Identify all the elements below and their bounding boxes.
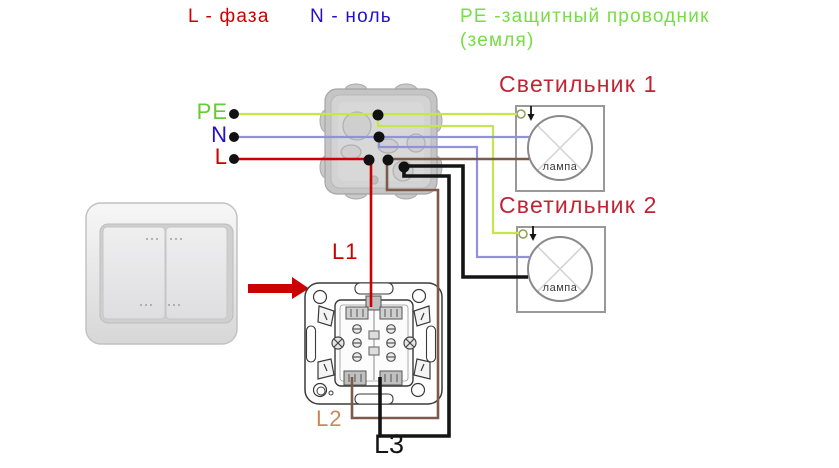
fixture2-title: Светильник 2 [499, 192, 658, 218]
legend-phase: L - фаза [188, 6, 270, 27]
wire-l3-loop [378, 168, 451, 438]
rocker-grip-dots [140, 238, 182, 306]
mounting-claws [317, 305, 431, 380]
ground-terminal1-icon [516, 106, 535, 121]
switch-rocker-right [165, 226, 228, 320]
fixture1-title: Светильник 1 [499, 71, 658, 97]
wall-switch-photo [85, 202, 238, 345]
supply-label-l: L [214, 144, 228, 169]
claw-screws [331, 336, 417, 350]
wire-label-l3: L3 [374, 429, 405, 459]
dot-n-label [229, 132, 239, 142]
wire-l3-feed [404, 164, 528, 279]
dot-l-box [363, 154, 375, 166]
lamp2-circle [527, 236, 593, 302]
dot-l-label [229, 154, 239, 164]
wire-label-l1: L1 [332, 239, 359, 264]
wire-n-branch [377, 138, 530, 259]
wire-pe-branch [376, 115, 519, 235]
terminal-blocks-top [345, 306, 403, 320]
dot-n-box [373, 131, 385, 143]
lamp1-label: лампа [542, 161, 578, 173]
lamp1-circle [527, 115, 593, 181]
legend-protective-2: (земля) [460, 30, 535, 51]
dot-pe-box [372, 109, 384, 121]
ground-terminal2-icon [518, 226, 537, 241]
dot-l3-box [398, 161, 410, 173]
terminal-screws [352, 324, 396, 362]
supply-label-pe: PE [196, 99, 228, 124]
pointer-arrow-icon [248, 277, 309, 299]
wire-l2-loop [350, 161, 440, 420]
legend-neutral: N - ноль [310, 6, 392, 27]
lamp2-label: лампа [542, 282, 578, 294]
switch-rocker-left [102, 226, 166, 320]
switch-mechanism-drawing [304, 282, 443, 405]
dot-pe-label [229, 109, 239, 119]
dot-l2-box [382, 154, 394, 166]
legend-protective: PE -защитный проводник [460, 6, 710, 27]
fixture1-symbol [515, 105, 605, 192]
supply-label-n: N [211, 122, 228, 147]
wire-label-l2: L2 [316, 406, 343, 431]
fixture2-symbol [516, 226, 606, 313]
connection-dots [229, 109, 410, 173]
